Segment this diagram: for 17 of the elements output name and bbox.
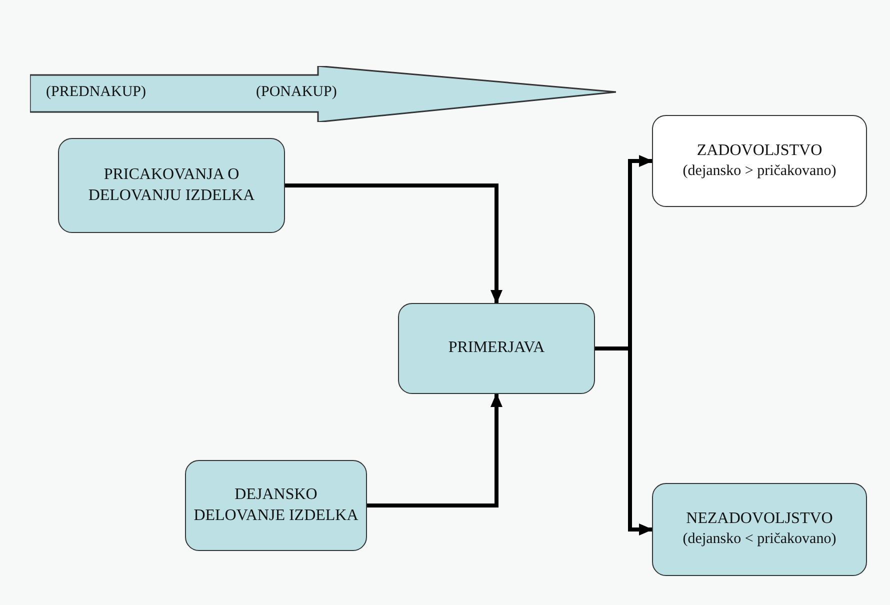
node-title: DEJANSKO DELOVANJE IZDELKA [192,484,360,526]
node-subtitle: (dejansko < pričakovano) [682,530,838,550]
node-title: PRICAKOVANJA O DELOVANJU IZDELKA [87,164,256,206]
node-text: (PONAKUP) [256,85,337,100]
process-box [185,460,367,551]
arrow [285,184,502,304]
node-title: NEZADOVOLJSTVO [685,509,834,530]
node-title: ZADOVOLJSTVO [696,140,824,161]
process-box [398,303,595,394]
arrow [367,393,502,508]
process-box [652,115,867,207]
arrow [595,346,653,536]
process-box [652,483,867,576]
node-text: (PREDNAKUP) [46,85,146,100]
node-title: PRIMERJAVA [447,338,546,358]
process-box [58,138,285,233]
node-subtitle: (dejansko > pričakovano) [682,162,838,181]
